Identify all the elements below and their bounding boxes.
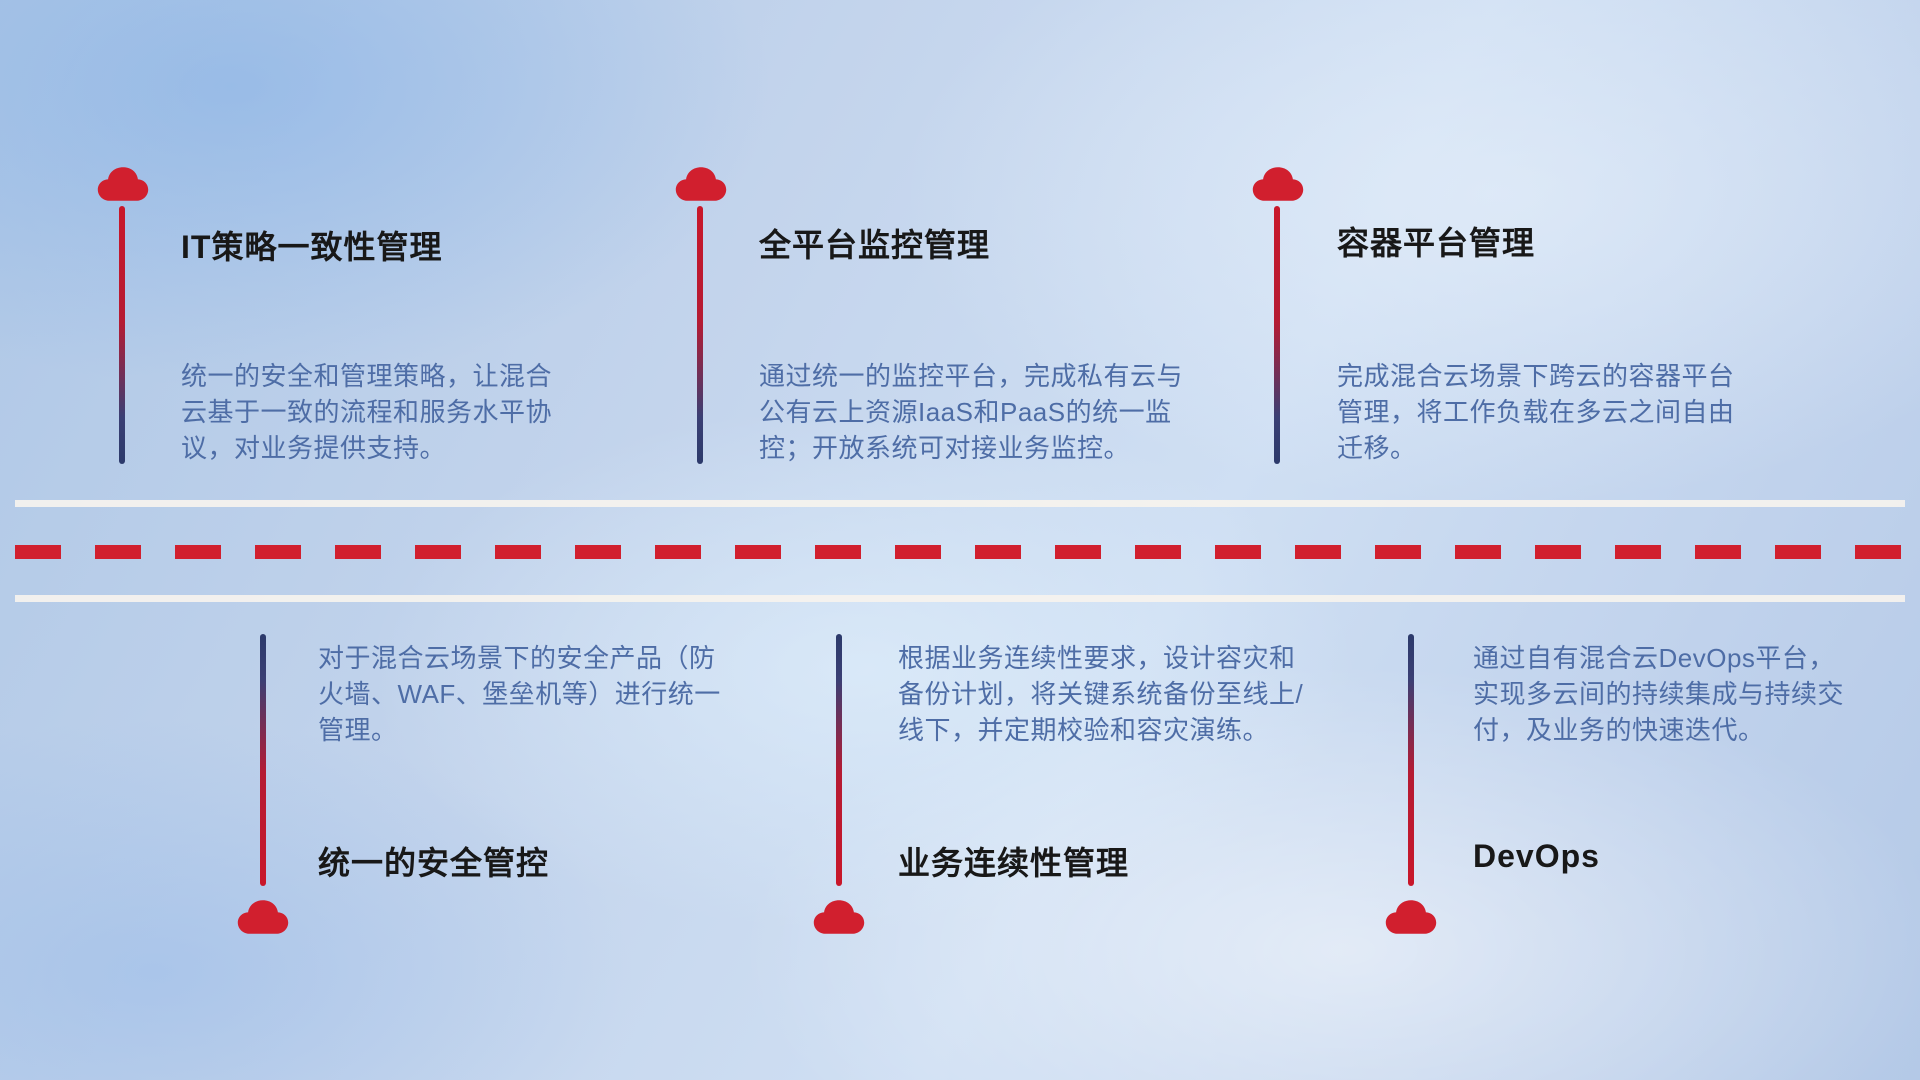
cloud-icon bbox=[235, 898, 291, 936]
item-desc: 通过统一的监控平台，完成私有云与公有云上资源IaaS和PaaS的统一监控；开放系… bbox=[759, 361, 1184, 463]
item-desc: 统一的安全和管理策略，让混合云基于一致的流程和服务水平协议，对业务提供支持。 bbox=[181, 361, 553, 463]
cloud-icon bbox=[1383, 898, 1439, 936]
item-stem bbox=[697, 206, 703, 464]
item-desc: 完成混合云场景下跨云的容器平台管理，将工作负载在多云之间自由迁移。 bbox=[1337, 361, 1735, 463]
item-title: DevOps bbox=[1473, 838, 1600, 874]
item-title: 统一的安全管控 bbox=[318, 845, 550, 881]
cloud-icon bbox=[1250, 165, 1306, 203]
item-title: 业务连续性管理 bbox=[898, 845, 1130, 881]
road-bottom-line bbox=[15, 595, 1905, 602]
item-stem bbox=[1408, 634, 1414, 886]
item-stem bbox=[260, 634, 266, 886]
item-stem bbox=[1274, 206, 1280, 464]
cloud-icon bbox=[673, 165, 729, 203]
item-stem bbox=[836, 634, 842, 886]
item-stem bbox=[119, 206, 125, 464]
item-title: IT策略一致性管理 bbox=[181, 229, 443, 265]
road-top-line bbox=[15, 500, 1905, 507]
item-desc: 根据业务连续性要求，设计容灾和备份计划，将关键系统备份至线上/线下，并定期校验和… bbox=[898, 643, 1304, 745]
item-title: 全平台监控管理 bbox=[759, 227, 991, 263]
item-title: 容器平台管理 bbox=[1337, 225, 1536, 261]
cloud-icon bbox=[811, 898, 867, 936]
road-dashed-line bbox=[15, 545, 1905, 559]
item-desc: 通过自有混合云DevOps平台，实现多云间的持续集成与持续交付，及业务的快速迭代… bbox=[1473, 643, 1845, 745]
item-desc: 对于混合云场景下的安全产品（防火墙、WAF、堡垒机等）进行统一管理。 bbox=[318, 643, 721, 745]
cloud-icon bbox=[95, 165, 151, 203]
